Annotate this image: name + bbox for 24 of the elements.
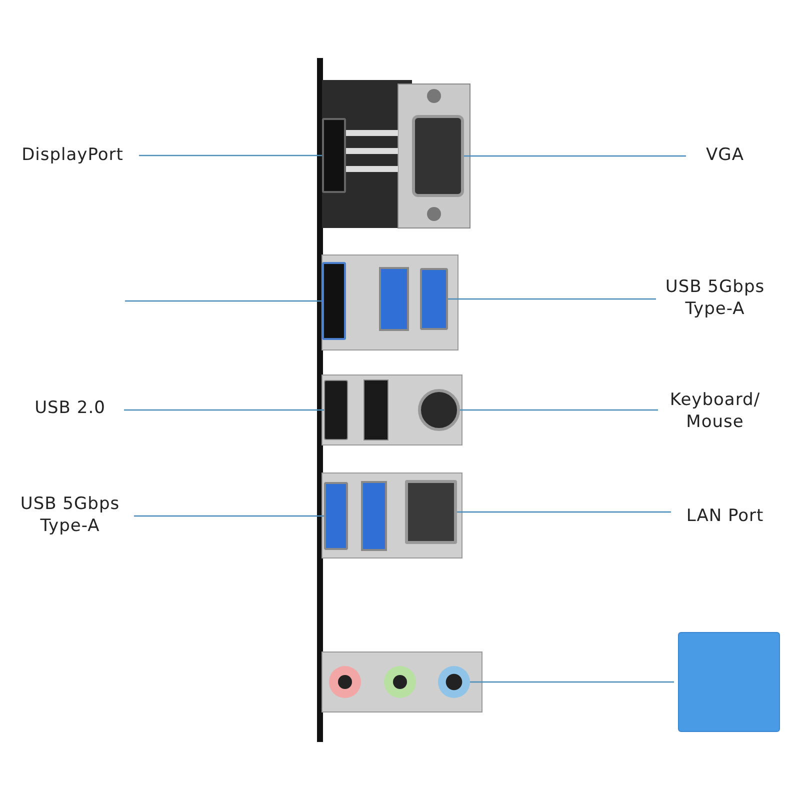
hdmi-socket bbox=[322, 262, 346, 340]
port-label: USB 5Gbps Type-A bbox=[19, 493, 121, 537]
displayport-socket bbox=[322, 118, 346, 193]
port-label: VGA bbox=[705, 144, 745, 166]
leader-line bbox=[124, 409, 324, 411]
leader-line bbox=[448, 298, 656, 300]
vga-socket bbox=[412, 115, 464, 197]
port-label: USB 2.0 bbox=[34, 397, 106, 419]
usb-socket bbox=[324, 482, 348, 550]
leader-line bbox=[125, 300, 322, 302]
port-label: DisplayPort bbox=[20, 144, 124, 166]
leader-line bbox=[460, 409, 658, 411]
leader-line bbox=[139, 154, 322, 156]
usb-socket bbox=[420, 268, 448, 330]
leader-line bbox=[457, 511, 671, 513]
usb-socket bbox=[324, 380, 348, 440]
port-label: LAN Port bbox=[685, 505, 765, 527]
ethernet-socket bbox=[405, 480, 457, 544]
leader-line bbox=[134, 515, 324, 517]
leader-line bbox=[470, 681, 674, 683]
feature-badge bbox=[678, 632, 780, 732]
port-label: Keyboard/ Mouse bbox=[668, 389, 762, 433]
port-label: USB 5Gbps Type-A bbox=[664, 276, 766, 320]
leader-line bbox=[464, 155, 686, 157]
